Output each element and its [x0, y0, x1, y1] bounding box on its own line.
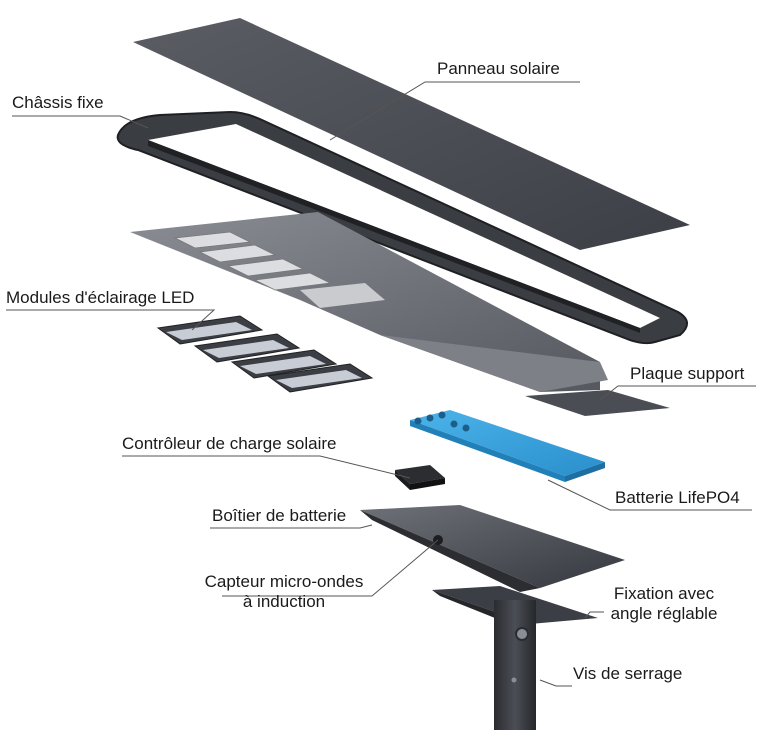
solar-panel — [133, 18, 690, 250]
label-capteur: Capteur micro-ondes à induction — [196, 572, 372, 612]
leader-vis — [539, 679, 572, 687]
label-capteur-line1: Capteur micro-ondes — [204, 572, 364, 591]
leader-controleur — [122, 455, 411, 479]
leader-capteur — [222, 539, 439, 597]
label-fixation: Fixation avec angle réglable — [604, 584, 724, 624]
leader-modules — [6, 309, 216, 331]
support-plate — [525, 390, 670, 416]
leader-panneau — [329, 81, 580, 141]
label-chassis-fixe: Châssis fixe — [12, 93, 104, 112]
leader-boitier — [210, 524, 373, 529]
label-fixation-line1: Fixation avec — [613, 584, 715, 603]
leader-batterie — [547, 479, 752, 511]
label-fixation-line2: angle réglable — [610, 604, 718, 623]
charge-controller — [395, 465, 445, 490]
led-modules — [156, 315, 374, 393]
leader-chassis — [12, 115, 149, 129]
battery-housing — [360, 505, 625, 592]
support-tray — [130, 212, 608, 392]
fixed-frame — [116, 110, 688, 345]
label-controleur: Contrôleur de charge solaire — [122, 434, 337, 453]
leader-lines — [6, 81, 756, 687]
label-plaque-support: Plaque support — [630, 364, 745, 383]
label-panneau-solaire: Panneau solaire — [437, 59, 560, 78]
pole — [494, 600, 536, 730]
label-vis: Vis de serrage — [573, 664, 683, 683]
label-boitier: Boîtier de batterie — [212, 506, 347, 525]
battery-pack — [410, 410, 605, 482]
label-modules-led: Modules d'éclairage LED — [6, 288, 195, 307]
leader-plaque — [599, 385, 756, 401]
label-batterie: Batterie LifePO4 — [615, 488, 740, 507]
leader-fixation — [584, 611, 604, 619]
label-capteur-line2: à induction — [242, 592, 326, 611]
